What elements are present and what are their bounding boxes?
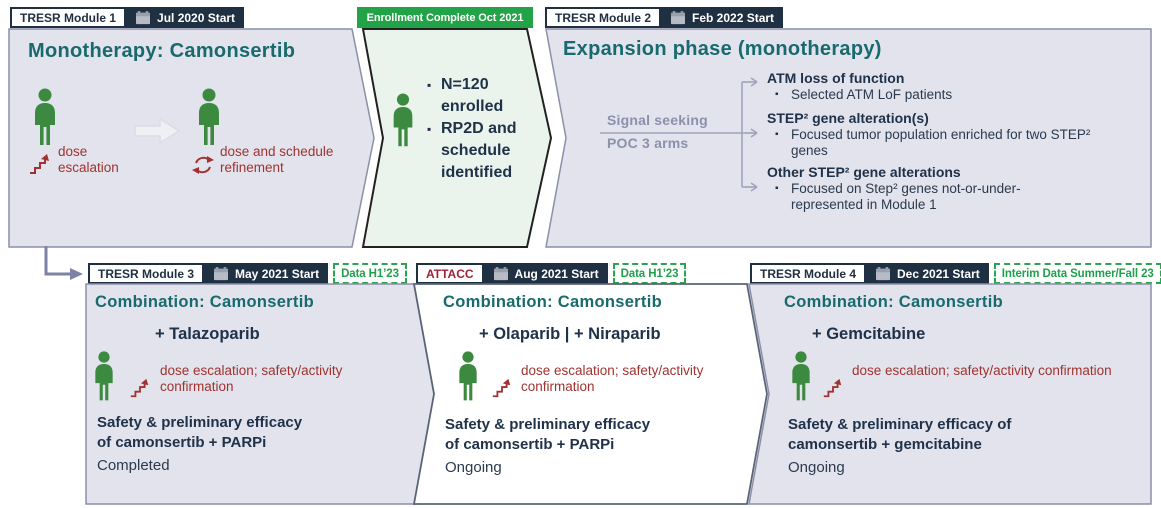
- phase1-label: dose escalation: [58, 144, 119, 176]
- dose-escalation-icon: [130, 378, 149, 398]
- person-icon: [459, 351, 477, 401]
- calendar-icon: [493, 266, 508, 280]
- module3-title: Combination: Camonsertib: [95, 293, 314, 311]
- attacc-status: Ongoing: [445, 459, 502, 476]
- person-icon: [35, 88, 55, 145]
- signal-seeking-line2: POC 3 arms: [607, 135, 689, 151]
- attacc-drug: + Olaparib | + Niraparib: [479, 325, 661, 343]
- signal-seeking-line1: Signal seeking: [607, 112, 708, 128]
- module2-start-label: Feb 2022 Start: [692, 10, 775, 25]
- module4-panel-shape: [748, 283, 1152, 505]
- module4-study-line1: Safety & preliminary efficacy of: [788, 416, 1012, 433]
- enrollment-bullet-2: RP2D and schedule identified: [427, 118, 531, 184]
- arm1-bullet: Selected ATM LoF patients: [767, 87, 1111, 103]
- enrollment-banner: Enrollment Complete Oct 2021: [357, 7, 533, 28]
- module1-title: Monotherapy: Camonsertib: [28, 40, 296, 62]
- module1-tagrow: TRESR Module 1 Jul 2020 Start: [10, 7, 245, 28]
- elbow-arrow-icon: [44, 246, 83, 280]
- attacc-start-label: Aug 2021 Start: [514, 266, 599, 281]
- calendar-icon: [136, 10, 151, 24]
- module4-drug: + Gemcitabine: [812, 325, 926, 343]
- module4-title: Combination: Camonsertib: [784, 293, 1003, 311]
- module4-escalation-label: dose escalation; safety/activity confirm…: [852, 363, 1112, 378]
- module1-panel-shape: [8, 28, 375, 248]
- attacc-start: Aug 2021 Start: [483, 263, 608, 284]
- dose-escalation-icon: [30, 154, 49, 174]
- module3-data-badge: Data H1’23: [333, 263, 407, 284]
- module2-start: Feb 2022 Start: [661, 7, 784, 28]
- refresh-icon: [192, 156, 214, 174]
- attacc-study-line1: Safety & preliminary efficacy: [445, 416, 651, 433]
- module3-status: Completed: [97, 457, 170, 474]
- arm1-title: ATM loss of function: [767, 70, 905, 86]
- module3-study-line2: of camonsertib + PARPi: [97, 434, 267, 451]
- arrow-right-icon: [134, 118, 180, 144]
- module3-tagrow: TRESR Module 3 May 2021 Start Data H1’23: [88, 263, 407, 284]
- attacc-tag: ATTACC: [416, 263, 484, 284]
- attacc-escalation-label: dose escalation; safety/activity confirm…: [521, 363, 704, 395]
- enrollment-chevron: N=120 enrolled RP2D and schedule identif…: [355, 28, 555, 248]
- attacc-panel: Combination: Camonsertib + Olaparib | + …: [413, 283, 769, 505]
- calendar-icon: [214, 266, 229, 280]
- module1-panel: Monotherapy: Camonsertib dose escalation…: [8, 28, 376, 248]
- module3-drug: + Talazoparib: [155, 325, 260, 343]
- attacc-study-line2: of camonsertib + PARPi: [445, 436, 615, 453]
- module2-title: Expansion phase (monotherapy): [563, 38, 882, 60]
- dose-escalation-icon: [492, 378, 511, 398]
- module3-start: May 2021 Start: [204, 263, 329, 284]
- module4-data-badge: Interim Data Summer/Fall 23: [993, 263, 1161, 284]
- module3-tag: TRESR Module 3: [88, 263, 205, 284]
- attacc-tagrow: ATTACC Aug 2021 Start Data H1’23: [416, 263, 687, 284]
- attacc-panel-shape: [413, 283, 768, 505]
- module4-tag: TRESR Module 4: [750, 263, 867, 284]
- calendar-icon: [671, 10, 686, 24]
- attacc-data-badge: Data H1’23: [612, 263, 687, 284]
- phase2-label: dose and schedule refinement: [220, 144, 334, 176]
- arm2-bullet: Focused tumor population enriched for tw…: [767, 127, 1091, 159]
- module4-status: Ongoing: [788, 459, 845, 476]
- person-icon: [792, 351, 810, 401]
- branch-connector: [600, 77, 758, 192]
- module4-start-label: Dec 2021 Start: [897, 266, 980, 281]
- dose-escalation-icon: [823, 378, 842, 398]
- arm2-title: STEP² gene alteration(s): [767, 110, 929, 126]
- attacc-title: Combination: Camonsertib: [443, 293, 662, 311]
- arm3-title: Other STEP² gene alterations: [767, 164, 961, 180]
- person-icon: [199, 88, 219, 145]
- enrollment-bullet-1: N=120 enrolled: [427, 74, 531, 118]
- module2-panel: Expansion phase (monotherapy) Signal see…: [545, 28, 1153, 248]
- person-icon: [95, 351, 113, 401]
- module4-study-line2: camonsertib + gemcitabine: [788, 436, 982, 453]
- arm3-bullet: Focused on Step² genes not-or-under-repr…: [767, 181, 1079, 213]
- module3-start-label: May 2021 Start: [235, 266, 320, 281]
- module2-tag: TRESR Module 2: [545, 7, 662, 28]
- module4-tagrow: TRESR Module 4 Dec 2021 Start Interim Da…: [750, 263, 1161, 284]
- module2-tagrow: TRESR Module 2 Feb 2022 Start: [545, 7, 784, 28]
- module3-study-line1: Safety & preliminary efficacy: [97, 414, 303, 431]
- module1-tag: TRESR Module 1: [10, 7, 127, 28]
- module4-panel: Combination: Camonsertib + Gemcitabine d…: [748, 283, 1153, 505]
- module3-escalation-label: dose escalation; safety/activity confirm…: [160, 363, 343, 395]
- module4-start: Dec 2021 Start: [866, 263, 989, 284]
- person-icon: [393, 93, 413, 147]
- module1-start: Jul 2020 Start: [126, 7, 245, 28]
- enrollment-bullets: N=120 enrolled RP2D and schedule identif…: [427, 74, 531, 184]
- module3-panel: Combination: Camonsertib + Talazoparib d…: [85, 283, 437, 505]
- calendar-icon: [876, 266, 891, 280]
- module1-start-label: Jul 2020 Start: [157, 10, 236, 25]
